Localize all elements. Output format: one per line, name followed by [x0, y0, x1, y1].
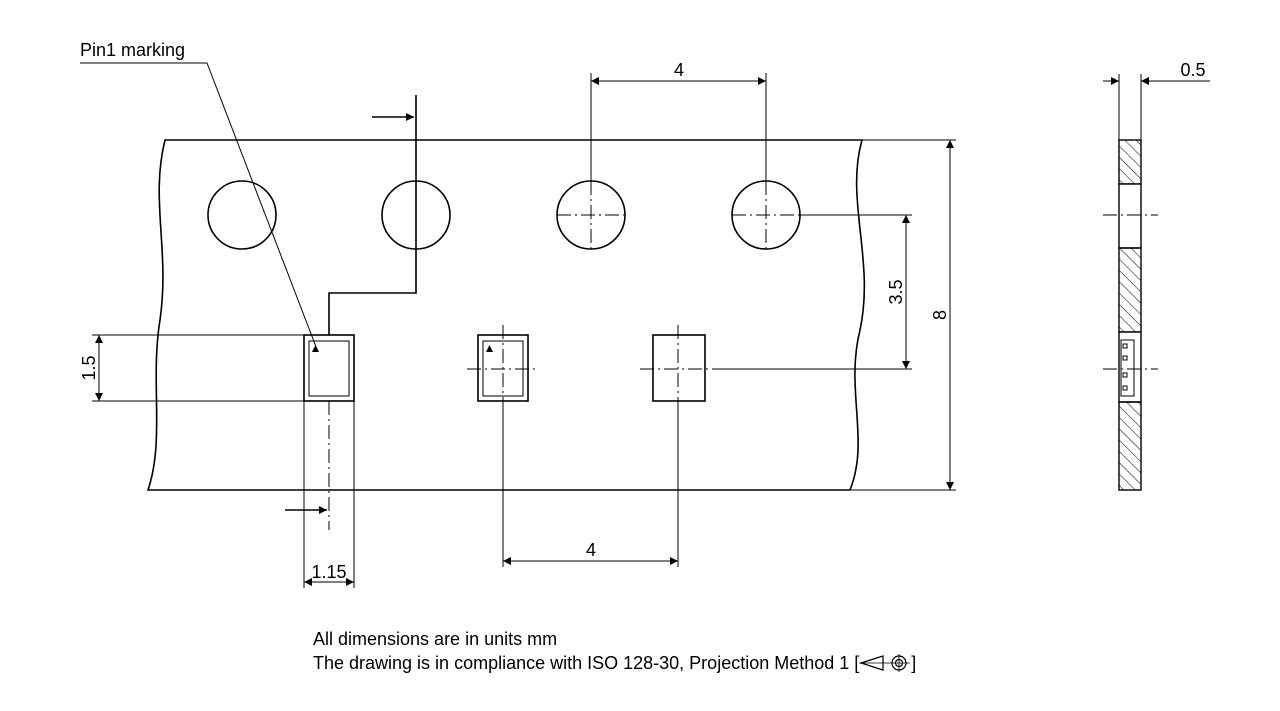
dim-tape-width: 8: [850, 139, 956, 491]
side-view: [1103, 139, 1158, 491]
dim-tape-thickness: 0.5: [1103, 60, 1210, 140]
tape-outline: [146, 139, 866, 491]
svg-text:3.5: 3.5: [886, 279, 906, 304]
svg-text:1.15: 1.15: [311, 562, 346, 582]
first-angle-projection-icon: [859, 654, 911, 672]
svg-text:1.5: 1.5: [79, 355, 99, 380]
dim-pocket-length: 1.5: [79, 334, 304, 402]
pocket-3: [640, 325, 715, 410]
dim-hole-to-pocket: 3.5: [715, 214, 912, 370]
sprocket-hole: [207, 180, 277, 250]
dim-pocket-pitch: 4: [502, 410, 679, 567]
svg-text:4: 4: [674, 60, 684, 80]
pin1-triangle-icon: [486, 345, 493, 352]
pin1-marking-label: Pin1 marking: [80, 40, 185, 60]
dim-pocket-width: 1.15: [303, 401, 355, 588]
svg-text:8: 8: [930, 310, 950, 320]
sprocket-holes: [207, 170, 801, 255]
pocket-1: [303, 334, 355, 402]
compliance-note: The drawing is in compliance with ISO 12…: [313, 653, 917, 673]
pocket-2: [467, 325, 539, 410]
pin1-leader: [80, 62, 319, 353]
svg-text:0.5: 0.5: [1180, 60, 1205, 80]
dim-sprocket-pitch: 4: [590, 60, 767, 181]
drawing-notes: All dimensions are in units mm The drawi…: [313, 627, 916, 675]
svg-text:4: 4: [586, 540, 596, 560]
units-note: All dimensions are in units mm: [313, 629, 558, 649]
section-line: [328, 95, 417, 335]
